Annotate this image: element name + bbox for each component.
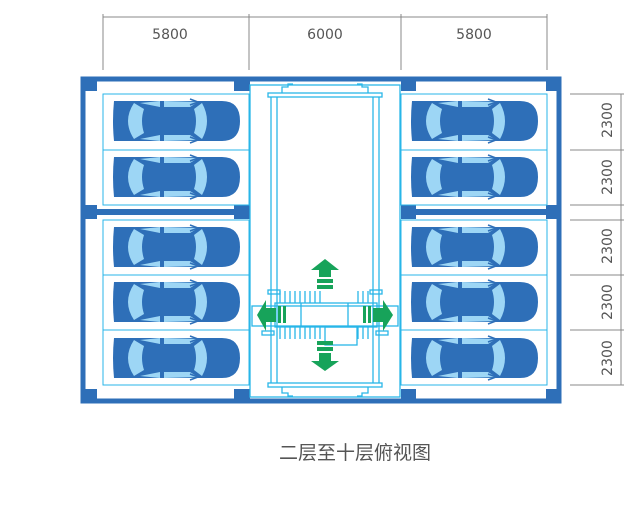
left-beam <box>86 209 249 215</box>
car-icon <box>112 154 241 200</box>
top-dimension <box>102 14 548 70</box>
car-icon <box>410 279 539 325</box>
arrow-down-icon <box>311 341 339 371</box>
parking-slots <box>102 93 548 386</box>
arrow-up-icon <box>311 259 339 289</box>
dim-right-3: 2300 <box>600 228 616 264</box>
car-icon <box>410 224 539 270</box>
dim-right-4: 2300 <box>600 284 616 320</box>
dim-right-2: 2300 <box>600 159 616 195</box>
lift-shaft <box>249 83 401 398</box>
car-icon <box>112 224 241 270</box>
dim-right-1: 2300 <box>600 102 616 138</box>
right-beam <box>401 209 556 215</box>
columns <box>81 77 561 403</box>
car-icon <box>410 154 539 200</box>
dim-right-5: 2300 <box>600 340 616 376</box>
car-icon <box>410 335 539 381</box>
diagram-caption: 二层至十层俯视图 <box>278 442 431 464</box>
car-icon <box>112 279 241 325</box>
right-dimension <box>570 93 624 386</box>
car-icon <box>410 98 539 144</box>
outer-frame <box>80 76 562 404</box>
car-icon <box>112 98 241 144</box>
dim-top-right: 5800 <box>456 27 492 43</box>
car-icon <box>112 335 241 381</box>
arrow-right-icon <box>363 300 393 331</box>
dim-top-middle: 6000 <box>307 27 343 43</box>
dim-top-left: 5800 <box>152 27 188 43</box>
arrow-left-icon <box>257 300 286 331</box>
